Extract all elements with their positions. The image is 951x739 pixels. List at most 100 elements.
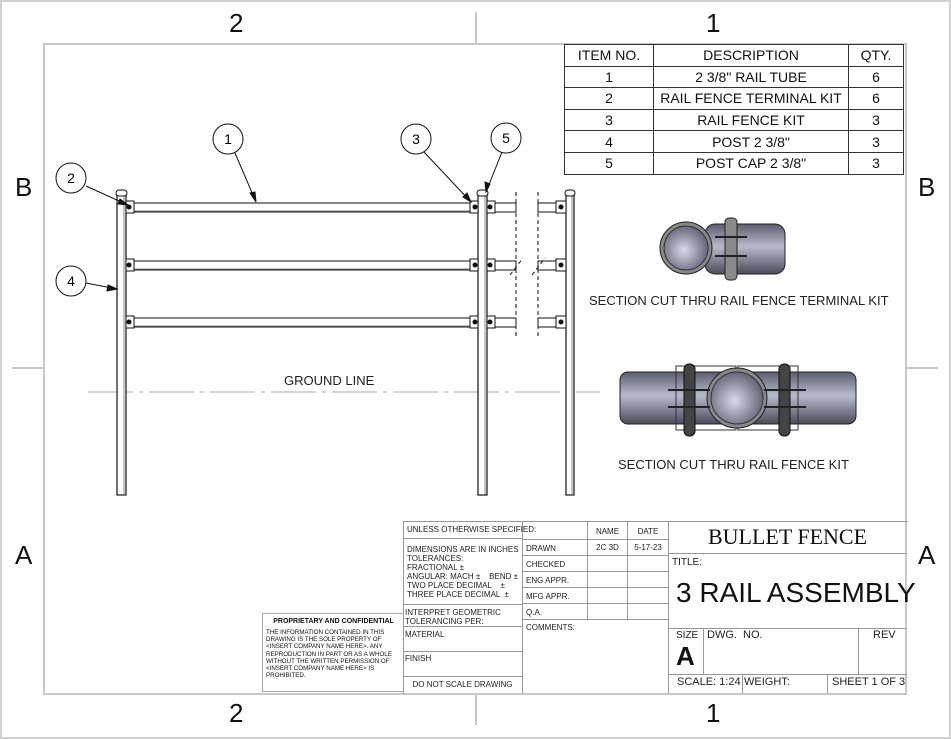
title-block-frame (403, 521, 908, 694)
balloon-2[interactable]: 2 (55, 162, 87, 194)
angular-tolerance: ANGULAR: MACH ± BEND ± (407, 572, 519, 581)
zone-label-right-b: B (918, 172, 936, 202)
section-fence-kit-caption: SECTION CUT THRU RAIL FENCE KIT (618, 457, 849, 472)
proprietary-line: PROHIBITED. (266, 672, 306, 680)
zone-label-bottom-2: 2 (229, 698, 244, 728)
section-fence-kit-image (619, 363, 857, 437)
bom-description: RAIL FENCE KIT (653, 108, 849, 132)
bom-description: 2 3/8" RAIL TUBE (653, 65, 849, 89)
drawing-frame (43, 43, 907, 695)
proprietary-line: DRAWING IS THE SOLE PROPERTY OF (266, 636, 382, 644)
role-mfg-appr: MFG APPR. (526, 592, 570, 601)
balloon-3[interactable]: 3 (400, 123, 432, 155)
clamps (125, 200, 567, 329)
unless-specified-label: UNLESS OTHERWISE SPECIFIED: (407, 525, 537, 534)
zone-label-top-1: 1 (706, 8, 721, 38)
tolerances-label: TOLERANCES: (407, 554, 464, 563)
svg-text:5: 5 (502, 130, 510, 146)
bom-qty: 6 (848, 87, 904, 110)
role-checked: CHECKED (526, 560, 566, 569)
zone-label-left-b: B (15, 172, 33, 202)
zone-label-left-a: A (15, 540, 33, 570)
zone-label-top-2: 2 (229, 8, 244, 38)
proprietary-heading: PROPRIETARY AND CONFIDENTIAL (273, 618, 394, 625)
material-label: MATERIAL (405, 630, 445, 639)
svg-text:1: 1 (224, 131, 232, 147)
bom-item: 3 (564, 108, 654, 132)
company-name: BULLET FENCE (707, 524, 868, 549)
proprietary-line: WITHOUT THE WRITTEN PERMISSION OF (266, 657, 390, 665)
zone-label-bottom-1: 1 (706, 698, 721, 728)
role-eng-appr: ENG APPR. (526, 576, 570, 585)
drawing-title: 3 RAIL ASSEMBLY (676, 577, 916, 608)
balloon-4[interactable]: 4 (55, 265, 87, 297)
do-not-scale-label: DO NOT SCALE DRAWING (412, 680, 513, 689)
bom-description: RAIL FENCE TERMINAL KIT (653, 87, 849, 110)
bom-header-row: ITEM NO. DESCRIPTION QTY. (564, 44, 904, 67)
zone-tick-bottom (475, 695, 477, 725)
bom-qty: 3 (848, 151, 904, 175)
section-terminal-kit-image (659, 217, 786, 281)
size-label: SIZE (676, 630, 699, 641)
balloon-1[interactable]: 1 (212, 123, 244, 155)
bom-item: 5 (564, 151, 654, 175)
finish-label: FINISH (405, 654, 432, 663)
bom-qty: 6 (848, 65, 904, 89)
bom-description: POST 2 3/8" (653, 130, 849, 153)
three-place-tolerance: THREE PLACE DECIMAL ± (407, 590, 509, 599)
bom-item: 2 (564, 87, 654, 110)
bom-item: 1 (564, 65, 654, 89)
drawn-name-value: 2C 3D (596, 543, 619, 552)
dimensions-note: DIMENSIONS ARE IN INCHES (407, 545, 519, 554)
rail-top (133, 202, 559, 213)
two-place-tolerance: TWO PLACE DECIMAL ± (407, 581, 505, 590)
proprietary-line: REPRODUCTION IN PART OR AS A WHOLE (266, 650, 392, 658)
bom-qty: 3 (848, 108, 904, 132)
comments-label: COMMENTS: (526, 623, 575, 632)
proprietary-text: THE INFORMATION CONTAINED IN THIS DRAWIN… (266, 629, 401, 679)
svg-text:2: 2 (67, 170, 75, 186)
drawn-date-value: 5-17-23 (634, 543, 662, 552)
bom-description: POST CAP 2 3/8" (653, 151, 849, 175)
tolerancing-per-label: TOLERANCING PER: (405, 617, 484, 626)
post-left (115, 189, 128, 496)
proprietary-line: <INSERT COMPANY NAME HERE> IS (266, 665, 375, 673)
weight-label: WEIGHT: (744, 676, 790, 688)
fractional-tolerance: FRACTIONAL ± (407, 563, 464, 572)
svg-text:4: 4 (67, 273, 75, 289)
bom-header-description: DESCRIPTION (653, 44, 849, 67)
svg-text:3: 3 (412, 131, 420, 147)
section-terminal-kit-caption: SECTION CUT THRU RAIL FENCE TERMINAL KIT (589, 293, 889, 308)
role-qa: Q.A. (526, 608, 543, 617)
balloon-5[interactable]: 5 (490, 122, 522, 154)
sheet-number: SHEET 1 OF 3 (832, 676, 906, 688)
interpret-geometric-label: INTERPRET GEOMETRIC (405, 608, 501, 617)
role-drawn: DRAWN (526, 544, 556, 553)
proprietary-notice: PROPRIETARY AND CONFIDENTIAL THE INFORMA… (262, 613, 404, 692)
bom-header-qty: QTY. (848, 44, 904, 67)
break-lines (509, 192, 546, 338)
post-middle (476, 189, 489, 496)
bom-header-item: ITEM NO. (564, 44, 654, 67)
zone-tick-right (907, 367, 938, 369)
rail-middle (133, 260, 559, 271)
proprietary-line: <INSERT COMPANY NAME HERE>. ANY (266, 643, 383, 651)
scale-value: SCALE: 1:24 (677, 676, 741, 688)
rev-label: REV (873, 629, 896, 641)
dwg-no-label: DWG. NO. (707, 629, 763, 641)
zone-tick-top (475, 12, 477, 43)
name-header: NAME (595, 527, 620, 536)
balloon-leaders (85, 151, 503, 292)
bom-item: 4 (564, 130, 654, 153)
size-value: A (676, 641, 695, 671)
post-right (564, 189, 576, 496)
bom-qty: 3 (848, 130, 904, 153)
